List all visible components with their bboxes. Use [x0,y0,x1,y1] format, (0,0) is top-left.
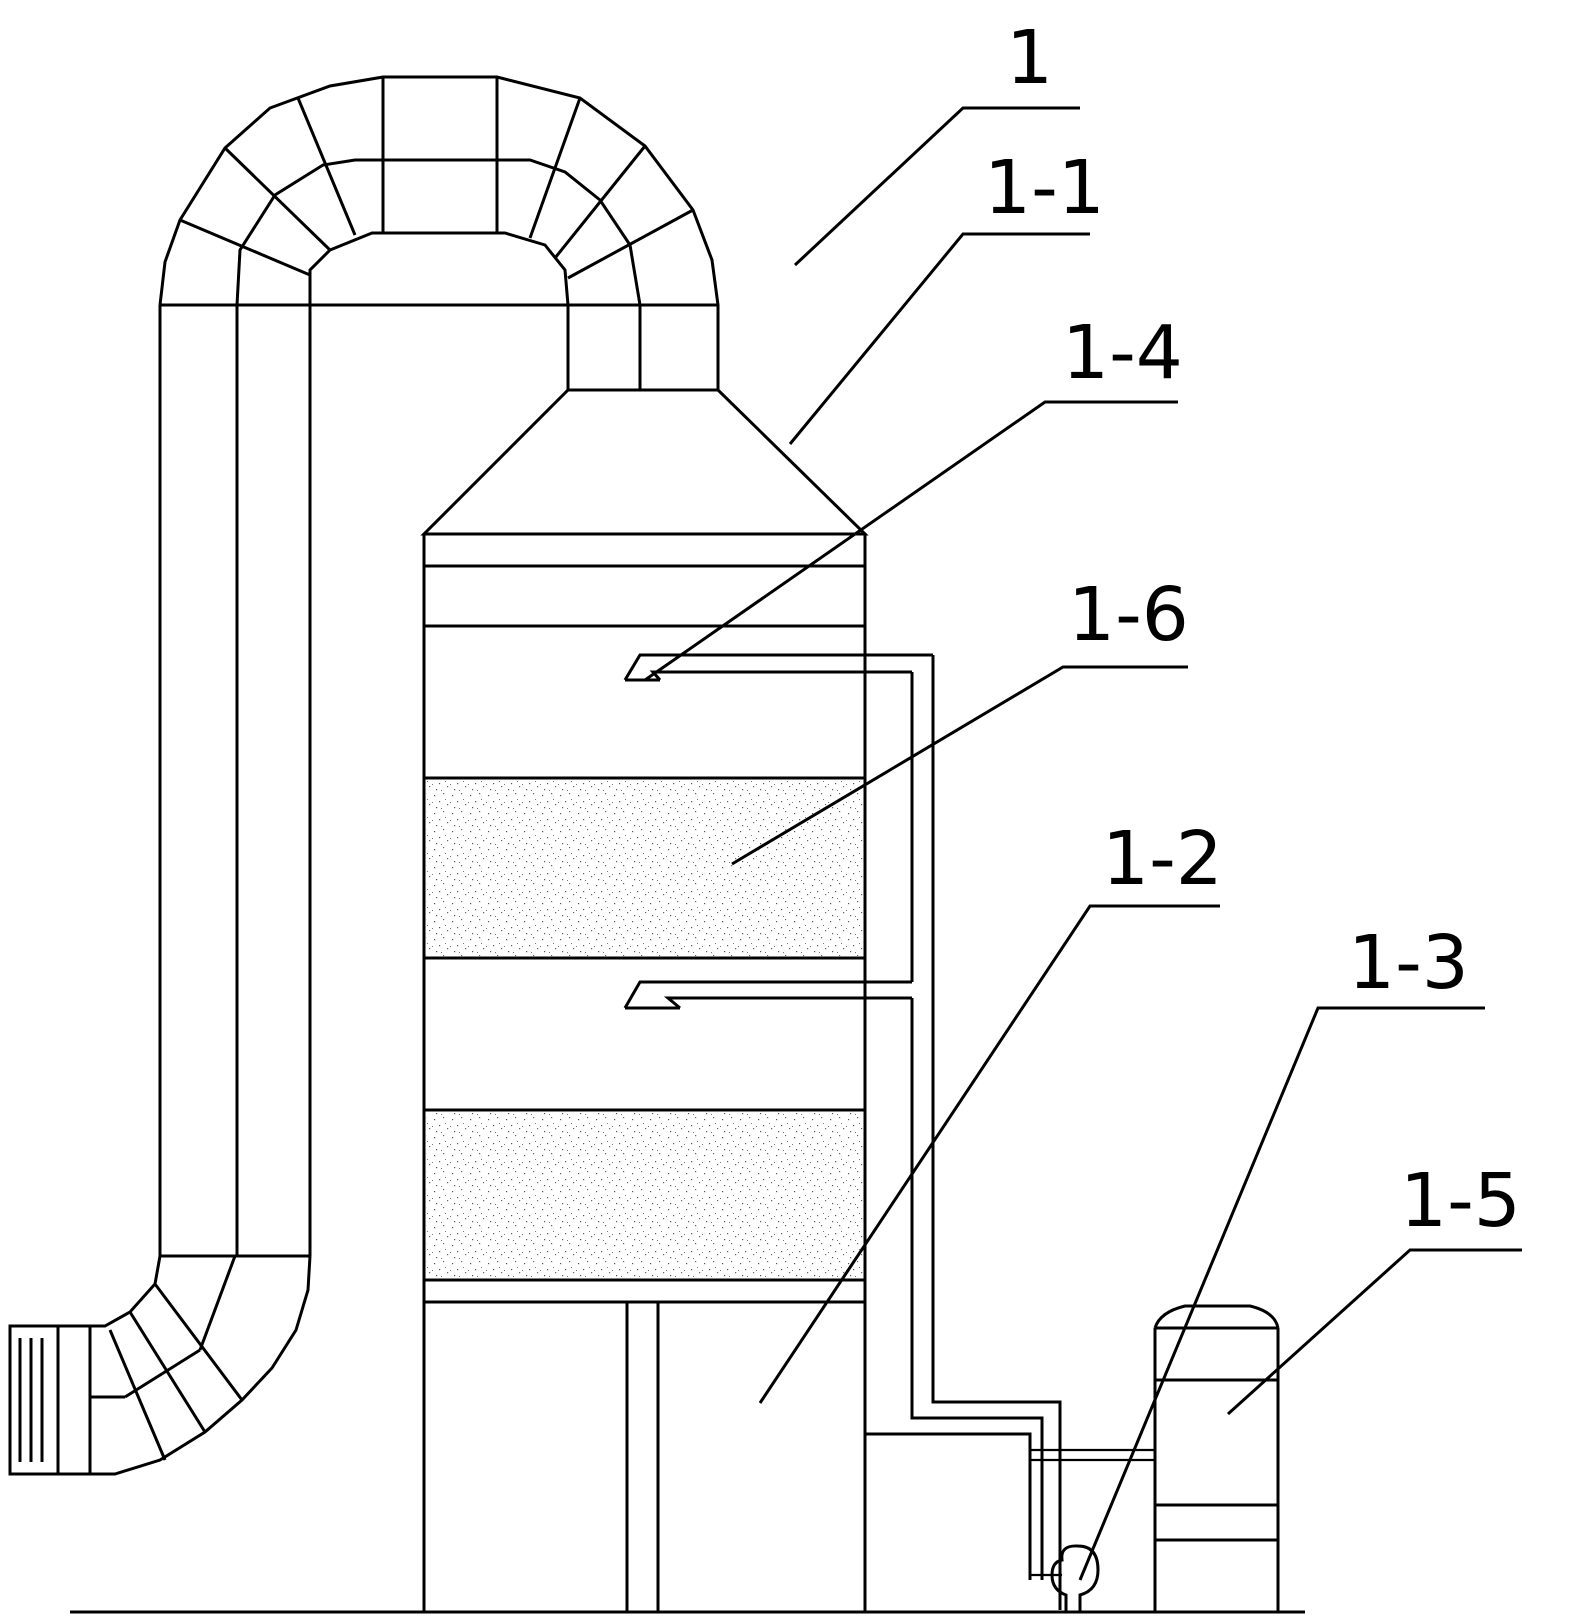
top-bend-duct [158,75,720,392]
dosing-tank [1153,1304,1280,1612]
label-1-4: 1-4 [1062,310,1183,396]
riser-duct [158,305,312,1256]
label-1-6: 1-6 [1068,572,1189,658]
label-1-5: 1-5 [1400,1158,1521,1244]
label-1-3: 1-3 [1348,920,1469,1006]
scrubber-tower [422,534,867,1612]
packing-layer-upper [426,780,863,956]
tower-hood [420,388,869,536]
inlet-duct [8,1254,312,1476]
packing-layer-lower [426,1112,863,1278]
label-1-1: 1-1 [984,145,1105,231]
label-1: 1 [1006,15,1053,101]
leader-lines [644,106,1522,1581]
circulation-pump [1050,1544,1100,1614]
label-1-2: 1-2 [1102,816,1223,902]
tank-connection [1030,1448,1155,1577]
spray-piping [623,653,1062,1610]
